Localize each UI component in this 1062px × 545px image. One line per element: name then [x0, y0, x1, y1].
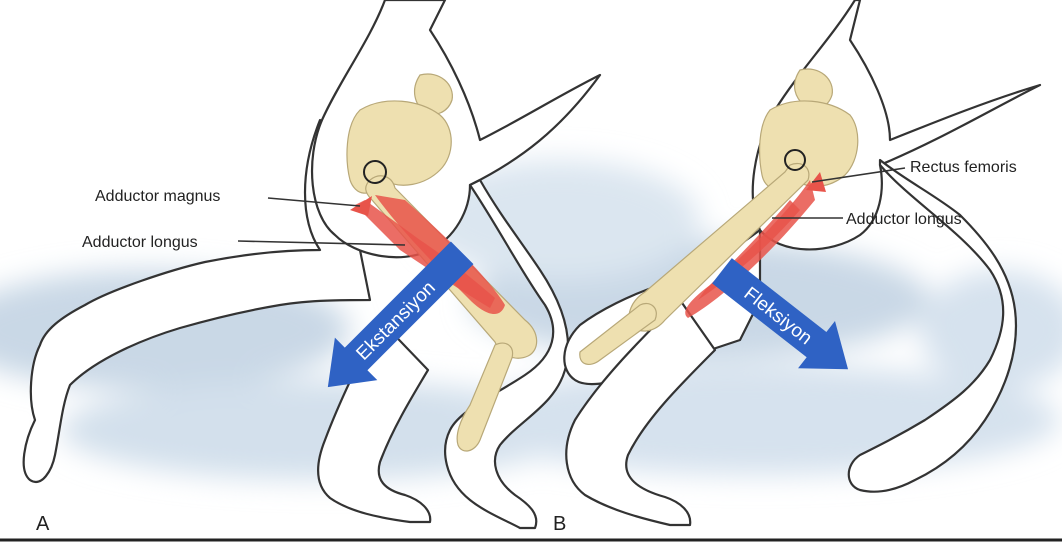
label-adductor-longus-b: Adductor longus [846, 211, 962, 228]
panel-letter-a: A [36, 513, 50, 535]
label-rectus-femoris-b: Rectus femoris [910, 159, 1017, 176]
label-adductor-magnus-a: Adductor magnus [95, 188, 220, 205]
panel-letter-b: B [553, 513, 566, 535]
label-adductor-longus-a: Adductor longus [82, 234, 198, 251]
